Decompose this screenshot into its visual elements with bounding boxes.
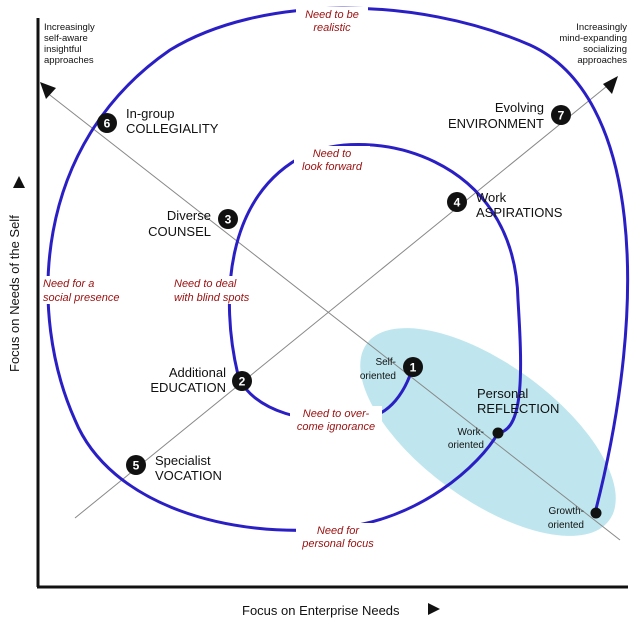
svg-text:look forward: look forward [302,161,363,173]
y-axis-arrow-icon [13,176,25,188]
x-axis-label: Focus on Enterprise Needs [242,603,400,618]
svg-text:6: 6 [104,117,111,131]
svg-text:approaches: approaches [44,55,94,66]
svg-text:4: 4 [454,196,461,210]
stage-7-label-line2: ENVIRONMENT [448,116,544,131]
stage-7-marker[interactable]: 7 [551,105,571,125]
svg-text:Need to: Need to [313,148,352,160]
svg-text:Need to over-: Need to over- [303,408,370,420]
stage-3-marker[interactable]: 3 [218,209,238,229]
svg-text:mind-expanding: mind-expanding [559,33,627,44]
stage-7-label-line1: Evolving [495,100,544,115]
growth-oriented-label-line2: oriented [548,520,584,531]
need-blind-spots-label: Need to deal with blind spots [170,276,262,304]
svg-text:Need for: Need for [317,525,361,537]
stage-3-label-line2: COUNSEL [148,224,211,239]
svg-text:insightful: insightful [44,44,82,55]
svg-text:self-aware: self-aware [44,33,88,44]
need-realistic-label: Need to be realistic [296,7,368,35]
reflection-ellipse [360,328,616,536]
svg-text:5: 5 [133,459,140,473]
svg-text:personal focus: personal focus [301,538,374,550]
arrowhead-top-left [40,82,56,99]
svg-text:1: 1 [410,361,417,375]
svg-text:with blind spots: with blind spots [174,292,250,304]
stage-2-label-line2: EDUCATION [150,380,226,395]
svg-text:Need to be: Need to be [305,9,359,21]
stage-1-marker[interactable]: 1 [403,357,423,377]
diagonal-socializing-line [74,81,613,519]
top-right-note: Increasingly mind-expanding socializing … [559,22,627,66]
stage-5-marker[interactable]: 5 [126,455,146,475]
y-axis-label: Focus on Needs of the Self [7,215,22,372]
stage-4-label-line2: ASPIRATIONS [476,205,563,220]
svg-text:2: 2 [239,375,246,389]
stage-1-label-line1: Self- [375,357,396,368]
stage-3-label-line1: Diverse [167,208,211,223]
stage-1-label-line2: oriented [360,371,396,382]
svg-text:approaches: approaches [577,55,627,66]
x-axis-arrow-icon [428,603,440,615]
svg-text:come ignorance: come ignorance [297,421,375,433]
reflection-title-line1: Personal [477,386,528,401]
svg-text:7: 7 [558,109,565,123]
stage-2-label-line1: Additional [169,365,226,380]
need-look-forward-label: Need to look forward [294,146,370,174]
stage-5-label-line2: VOCATION [155,468,222,483]
stage-4-label-line1: Work [476,190,507,205]
work-oriented-label-line2: oriented [448,440,484,451]
need-personal-focus-label: Need for personal focus [296,523,380,551]
work-oriented-dot[interactable] [492,427,504,439]
svg-text:socializing: socializing [583,44,627,55]
reflection-title-line2: REFLECTION [477,401,559,416]
stage-5-label-line1: Specialist [155,453,211,468]
growth-oriented-label-line1: Growth- [548,506,584,517]
svg-text:social presence: social presence [43,292,119,304]
svg-text:Need for a: Need for a [43,278,94,290]
growth-oriented-dot[interactable] [590,507,602,519]
svg-text:realistic: realistic [313,22,351,34]
stage-6-marker[interactable]: 6 [97,113,117,133]
svg-text:Increasingly: Increasingly [576,22,627,33]
stage-6-label-line2: COLLEGIALITY [126,121,219,136]
top-left-note: Increasingly self-aware insightful appro… [44,22,95,66]
need-ignorance-label: Need to over- come ignorance [290,406,382,434]
stage-4-marker[interactable]: 4 [447,192,467,212]
diagonal-growth-line [45,91,621,541]
need-social-presence-label: Need for a social presence [40,276,126,304]
stage-6-label-line1: In-group [126,106,174,121]
svg-text:Increasingly: Increasingly [44,22,95,33]
work-oriented-label-line1: Work- [458,427,484,438]
svg-text:Need to deal: Need to deal [174,278,237,290]
arrowhead-top-right [603,76,618,94]
stage-2-marker[interactable]: 2 [232,371,252,391]
svg-text:3: 3 [225,213,232,227]
